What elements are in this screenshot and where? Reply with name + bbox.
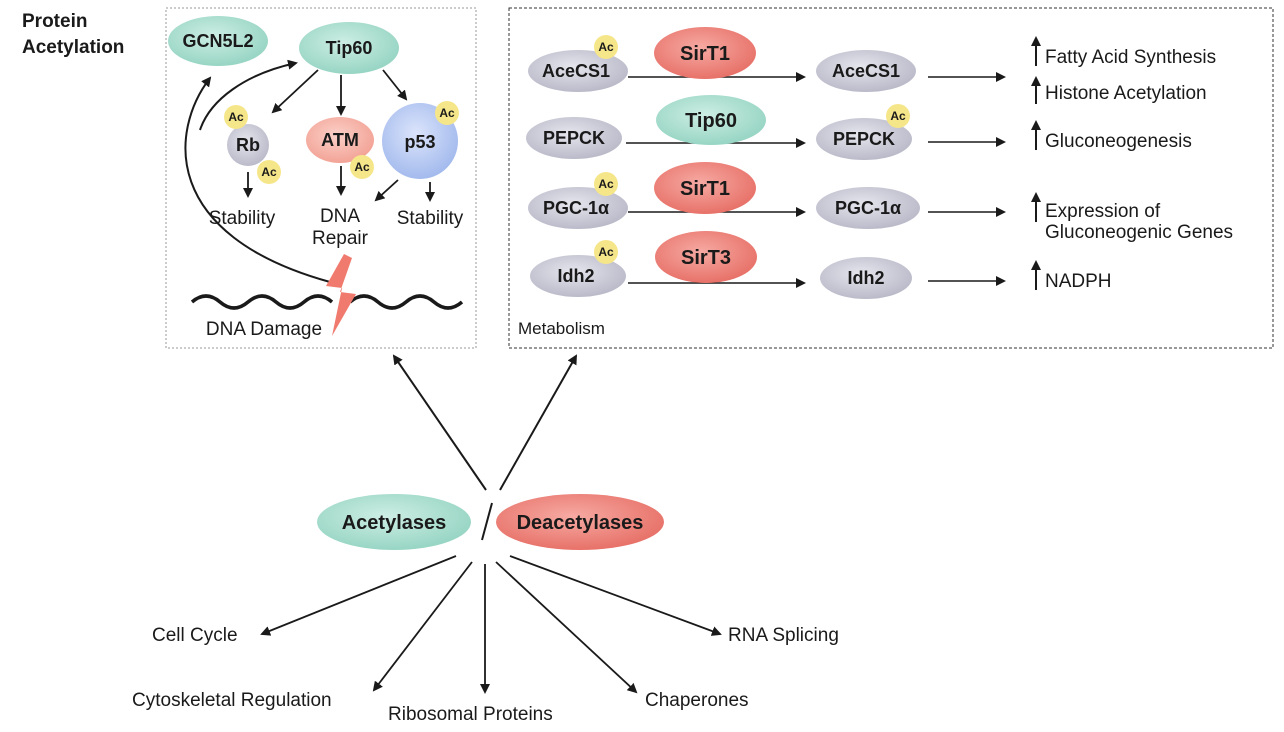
acetyl-badge: Ac (350, 155, 374, 179)
hub-to-dna-panel-arrow (392, 354, 487, 491)
effect-label: Expression of (1045, 201, 1161, 222)
title-line-1: Protein (22, 11, 87, 32)
gcn5l2-node: GCN5L2 (168, 16, 268, 66)
enzyme-node (655, 231, 757, 283)
p53-label: p53 (404, 132, 435, 152)
acetylases-label: Acetylases (342, 512, 447, 534)
dna-panel-border (165, 7, 477, 349)
effect-label: Gluconeogenesis (1045, 131, 1192, 152)
p53-stability-label: Stability (397, 208, 464, 229)
dna-repair-label-2: Repair (312, 228, 369, 249)
substrate-node (528, 187, 628, 229)
acetyl-badge-label: Ac (354, 160, 370, 174)
atm-node: ATM Ac (306, 117, 374, 179)
product-node (816, 187, 920, 229)
rb-label: Rb (236, 135, 260, 155)
hub-to-cell-cycle-arrow (260, 555, 457, 636)
dna-strand-left (190, 294, 334, 310)
effect-label: Gluconeogenic Genes (1045, 222, 1233, 243)
rb-node: Rb Ac Ac (224, 105, 281, 184)
rna-splicing-label: RNA Splicing (728, 625, 839, 646)
tip60-to-rb-arrow (271, 69, 319, 114)
product-label: PEPCK (833, 129, 895, 149)
tip60-to-p53-arrow (382, 69, 408, 101)
enzyme-node (654, 162, 756, 214)
metabolism-panel-border (508, 7, 1274, 349)
product-label: PGC-1α (835, 198, 901, 218)
chaperones-label: Chaperones (645, 690, 749, 711)
acetyl-badge-label: Ac (261, 165, 277, 179)
substrate-node (528, 50, 628, 92)
metabolism-row: PGC-1α Ac SirT1 PGC-1α Expression of Glu… (528, 162, 1233, 243)
hub-to-metabolism-panel-arrow (499, 354, 577, 491)
acetyl-badge: Ac (886, 104, 910, 128)
enzyme-label: SirT1 (680, 43, 730, 65)
hub-to-rna-splicing-arrow (509, 555, 722, 636)
enzyme-label: SirT1 (680, 178, 730, 200)
acetylases-node (317, 494, 471, 550)
acetyl-badge-label: Ac (598, 40, 614, 54)
metabolism-panel: Metabolism AceCS1 Ac SirT1 AceCS1 Fatty … (508, 7, 1274, 349)
dna-damage-bolt-icon (326, 254, 356, 336)
substrate-node (526, 117, 622, 159)
tip60-label: Tip60 (326, 38, 373, 58)
product-node (816, 50, 916, 92)
acetyl-badge: Ac (435, 101, 459, 125)
hub-to-cytoskeletal-arrow (372, 561, 473, 692)
substrate-label: PEPCK (543, 128, 605, 148)
hub-to-chaperones-arrow (495, 561, 638, 694)
product-label: Idh2 (847, 268, 884, 288)
acetyl-badge-label: Ac (228, 110, 244, 124)
tip60-node: Tip60 (299, 22, 399, 74)
cell-cycle-label: Cell Cycle (152, 625, 238, 646)
acetyl-badge-label: Ac (598, 245, 614, 259)
rb-stability-label: Stability (209, 208, 276, 229)
product-node (820, 257, 912, 299)
acetyl-badge: Ac (257, 160, 281, 184)
central-hub: Acetylases Deacetylases Cell Cycle Cytos… (132, 354, 839, 725)
effect-label: Histone Acetylation (1045, 83, 1207, 104)
dna-strand-right (348, 294, 464, 310)
acetyl-badge: Ac (224, 105, 248, 129)
hub-slash (481, 502, 493, 541)
metabolism-row: PEPCK Tip60 PEPCK Ac Gluconeogenesis (526, 95, 1192, 160)
product-label: AceCS1 (832, 61, 900, 81)
substrate-label: Idh2 (557, 266, 594, 286)
product-node (816, 118, 912, 160)
damage-to-gcn5l2-arrow (184, 76, 331, 283)
acetyl-badge: Ac (594, 172, 618, 196)
metabolism-row: Idh2 Ac SirT3 Idh2 NADPH (530, 231, 1112, 299)
curve-to-tip60-arrow (199, 59, 298, 131)
effect-label: NADPH (1045, 271, 1112, 292)
acetyl-badge: Ac (594, 35, 618, 59)
dna-damage-label: DNA Damage (206, 319, 322, 340)
substrate-label: PGC-1α (543, 198, 609, 218)
enzyme-node (654, 27, 756, 79)
dna-repair-label-1: DNA (320, 206, 360, 227)
gcn5l2-label: GCN5L2 (182, 31, 253, 51)
substrate-label: AceCS1 (542, 61, 610, 81)
acetyl-badge-label: Ac (890, 109, 906, 123)
effect-label: Fatty Acid Synthesis (1045, 47, 1216, 68)
metabolism-row: AceCS1 Ac SirT1 AceCS1 Fatty Acid Synthe… (528, 27, 1216, 104)
p53-to-repair-arrow (374, 179, 399, 202)
enzyme-label: SirT3 (681, 247, 731, 269)
deacetylases-label: Deacetylases (517, 512, 644, 534)
deacetylases-node (496, 494, 664, 550)
ribosomal-proteins-label: Ribosomal Proteins (388, 704, 553, 725)
acetyl-badge-label: Ac (598, 177, 614, 191)
acetyl-badge-label: Ac (439, 106, 455, 120)
enzyme-node (656, 95, 766, 145)
acetyl-badge: Ac (594, 240, 618, 264)
enzyme-label: Tip60 (685, 110, 737, 132)
metabolism-label: Metabolism (518, 319, 605, 338)
cytoskeletal-regulation-label: Cytoskeletal Regulation (132, 690, 332, 711)
title-line-2: Acetylation (22, 37, 124, 58)
substrate-node (530, 255, 626, 297)
p53-node: p53 Ac (382, 101, 459, 179)
atm-label: ATM (321, 130, 359, 150)
dna-damage-panel: GCN5L2 Tip60 Rb Ac Ac ATM Ac (165, 7, 477, 349)
